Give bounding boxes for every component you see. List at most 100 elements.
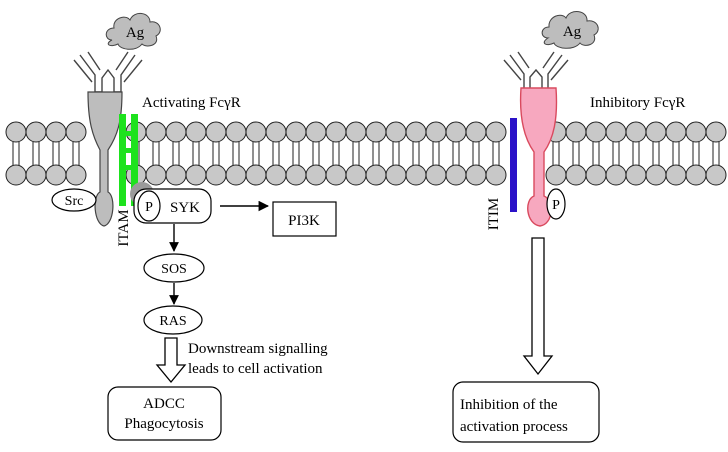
lipid-tails [12,142,720,165]
antigen-cloud-left [105,13,161,50]
lipid-head-inner [225,164,247,186]
inhibitory-receptor-arms [509,54,563,91]
lipid-head-outer [285,121,307,143]
downstream-text-line2: leads to cell activation [188,361,323,377]
lipid-head-inner [385,164,407,186]
lipid-head-outer [645,121,667,143]
inhibitory-antigen: Ag [541,11,599,49]
lipid-head-outer [485,121,507,143]
activating-receptor-title: Activating FcγR [142,95,241,111]
lipid-head-outer [265,121,287,143]
lipid-head-outer [385,121,407,143]
lipid-head-outer [605,121,627,143]
lipid-head-inner [325,164,347,186]
lipid-head-inner [545,164,567,186]
sos-node [143,253,205,283]
lipid-head-inner [405,164,427,186]
adcc-outcome-line1: ADCC [143,396,185,412]
lipid-head-outer [305,121,327,143]
phospho-label-activating: P [145,200,153,215]
pi3k-node [272,201,337,237]
inhibition-outcome-line2: activation process [460,419,568,435]
lipid-head-outer [205,121,227,143]
lipid-head-outer [5,121,27,143]
inhibitory-receptor-title: Inhibitory FcγR [590,95,685,111]
lipid-head-inner [265,164,287,186]
itim-label: ITIM [486,198,502,231]
inhibitory-receptor [503,51,569,227]
lipid-head-inner [645,164,667,186]
lipid-head-inner [285,164,307,186]
lipid-head-inner [685,164,707,186]
ras-label: RAS [159,314,186,329]
lipid-head-outer [665,121,687,143]
ras-node [143,305,203,335]
lipid-head-outer [425,121,447,143]
lipid-head-inner [465,164,487,186]
lipid-head-outer [45,121,67,143]
antigen-label-left: Ag [126,25,145,41]
lipid-head-outer [625,121,647,143]
syk-label: SYK [170,200,200,216]
lipid-head-inner [665,164,687,186]
lipid-head-outer [685,121,707,143]
lipid-head-outer [325,121,347,143]
activating-receptor-body [87,91,123,227]
lipid-heads [5,121,727,186]
lipid-head-inner [565,164,587,186]
lipid-head-inner [25,164,47,186]
lipid-bilayer [5,121,727,186]
lipid-head-inner [605,164,627,186]
phospho-node-inhibitory [546,188,566,220]
lipid-head-outer [585,121,607,143]
lipid-head-inner [365,164,387,186]
lipid-head-inner [425,164,447,186]
inhibition-outcome-line1: Inhibition of the [460,397,558,413]
lipid-head-inner [345,164,367,186]
src-node [51,188,97,212]
lipid-head-outer [225,121,247,143]
lipid-head-outer [25,121,47,143]
downstream-text-line1: Downstream signalling [188,341,328,357]
src-label: Src [65,194,84,209]
activating-receptor-arms [79,54,136,93]
lipid-head-outer [65,121,87,143]
lipid-head-inner [245,164,267,186]
inhibition-hollow-arrow [522,237,554,376]
lipid-head-outer [705,121,727,143]
antigen-label-right: Ag [563,24,582,40]
downstream-hollow-arrow [155,337,187,384]
lipid-head-outer [565,121,587,143]
adcc-outcome-box [107,386,222,441]
inhibition-outcome-box [452,381,600,443]
itam-bar-left [119,114,126,206]
sos-label: SOS [161,262,187,277]
activating-antigen: Ag [105,13,161,50]
lipid-head-inner [625,164,647,186]
itam-cross-2 [119,148,138,153]
lipid-head-inner [585,164,607,186]
lipid-head-inner [485,164,507,186]
lipid-head-outer [445,121,467,143]
lipid-head-outer [145,121,167,143]
phospho-label-inhibitory: P [552,198,560,213]
itam-bar-right [131,114,138,206]
lipid-head-inner [145,164,167,186]
itam-marker: ITAM [116,114,138,247]
lipid-head-outer [365,121,387,143]
lipid-head-outer [245,121,267,143]
lipid-head-inner [45,164,67,186]
itam-label: ITAM [116,209,132,246]
lipid-head-inner [185,164,207,186]
lipid-head-outer [185,121,207,143]
itam-cross-3 [119,165,138,170]
lipid-head-outer [165,121,187,143]
lipid-head-inner [5,164,27,186]
lipid-head-inner [165,164,187,186]
lipid-head-inner [305,164,327,186]
itam-cross-1 [119,131,138,136]
phospho-node-activating [137,190,161,222]
lipid-head-outer [345,121,367,143]
